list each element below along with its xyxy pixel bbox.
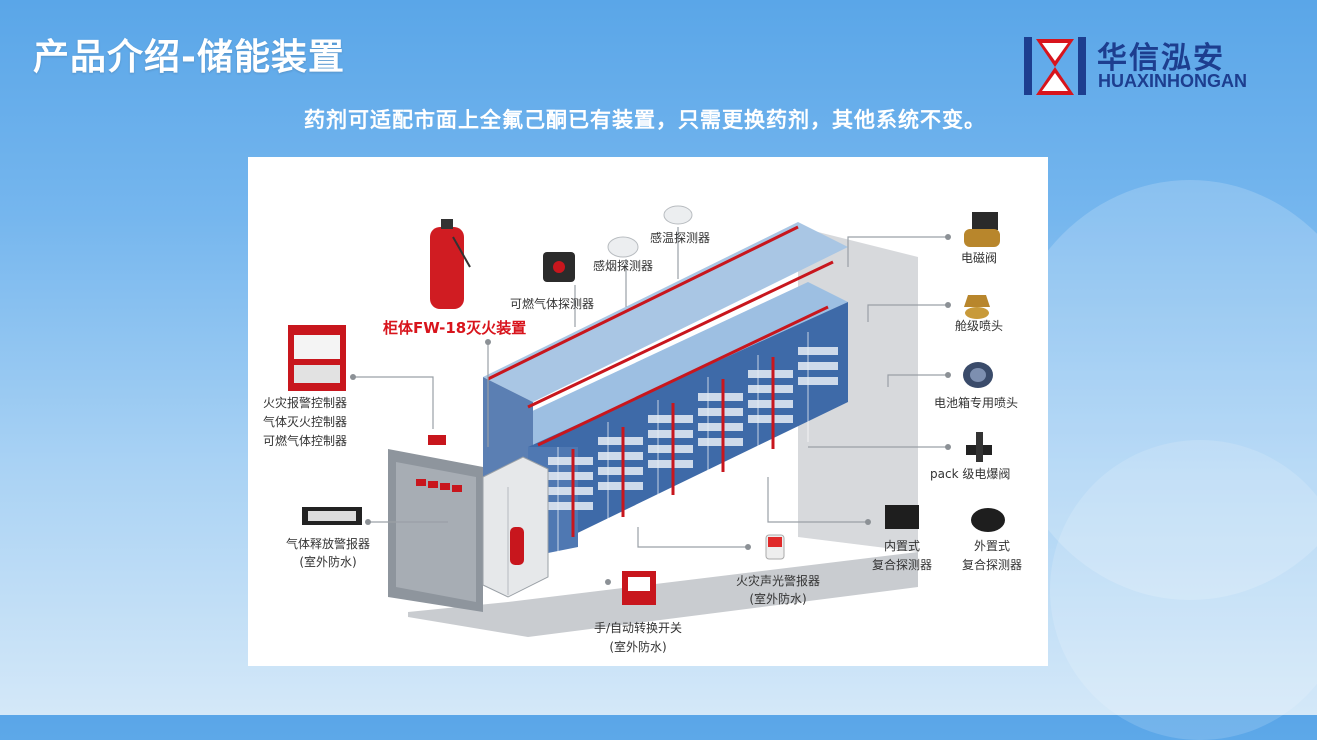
manual-switch-icon — [622, 571, 656, 605]
internal-detector-icon — [885, 505, 919, 529]
battery-box-nozzle-icon — [963, 362, 993, 388]
container-illustration — [288, 205, 1005, 637]
logo-name-cn: 华信泓安 — [1097, 41, 1225, 76]
sound-light-alarm-label: 火灾声光警报器 — [735, 574, 820, 588]
cabinet-row-top-back — [483, 222, 848, 402]
internal-detector-label-line2: 复合探测器 — [871, 558, 932, 572]
cabinet-device-label: 柜体FW-18灭火装置 — [383, 319, 527, 337]
internal-detector-label-line1: 内置式 — [883, 539, 920, 553]
background-circle-small — [1050, 440, 1317, 740]
front-extinguisher — [510, 527, 524, 565]
fire-alarm-controller-label: 火灾报警控制器 — [263, 396, 348, 410]
cabin-nozzle-icon — [964, 295, 990, 319]
external-detector-label-line2: 复合探测器 — [961, 558, 1022, 572]
cabinet-row-top-front — [498, 282, 848, 447]
fw18-extinguisher-icon — [430, 219, 471, 309]
gas-release-alarm-label: 气体释放警报器 — [285, 537, 370, 551]
logo-name-en: HUAXINHONGAN — [1098, 71, 1248, 91]
smoke-detector-label: 感烟探测器 — [593, 259, 654, 273]
gas-extinguishing-controller-label: 气体灭火控制器 — [263, 415, 348, 429]
gas-release-alarm-icon — [302, 507, 362, 525]
solenoid-valve-label: 电磁阀 — [961, 251, 998, 265]
combustible-gas-detector-label: 可燃气体探测器 — [510, 297, 595, 311]
pack-valve-icon — [966, 432, 992, 462]
solenoid-valve-icon — [964, 212, 1000, 247]
thermal-detector-label: 感温探测器 — [650, 231, 711, 245]
fire-alarm-controller-icon — [288, 325, 346, 391]
combustible-gas-controller-label: 可燃气体控制器 — [263, 434, 348, 448]
battery-box-nozzle-label: 电池箱专用喷头 — [934, 396, 1019, 410]
smoke-detector-icon — [607, 236, 639, 258]
container-floor — [408, 552, 918, 637]
sound-light-alarm-icon — [765, 534, 785, 560]
pack-valve-label: pack 级电爆阀 — [930, 467, 1011, 481]
combustible-gas-detector-icon — [543, 252, 575, 282]
logo-mark-icon — [1024, 37, 1086, 95]
external-detector-label-line1: 外置式 — [973, 539, 1010, 553]
gas-release-alarm-note: (室外防水) — [299, 555, 357, 569]
background-circle — [1000, 180, 1317, 600]
system-diagram-panel: 柜体FW-18灭火装置 感温探测器 感烟探测器 可燃气体探测器 电磁阀 舱级喷头… — [248, 157, 1048, 666]
page-subtitle: 药剂可适配市面上全氟己酮已有装置，只需更换药剂，其他系统不变。 — [304, 108, 986, 132]
external-detector-icon — [971, 508, 1005, 532]
sound-light-alarm-note: (室外防水) — [749, 592, 807, 606]
company-logo: 华信泓安 HUAXINHONGAN — [1022, 33, 1262, 99]
page-title: 产品介绍-储能装置 — [33, 37, 345, 78]
cabin-nozzle-label: 舱级喷头 — [955, 319, 1004, 333]
thermal-detector-icon — [663, 205, 693, 225]
manual-switch-note: (室外防水) — [609, 640, 667, 654]
manual-switch-label: 手/自动转换开关 — [593, 621, 683, 635]
